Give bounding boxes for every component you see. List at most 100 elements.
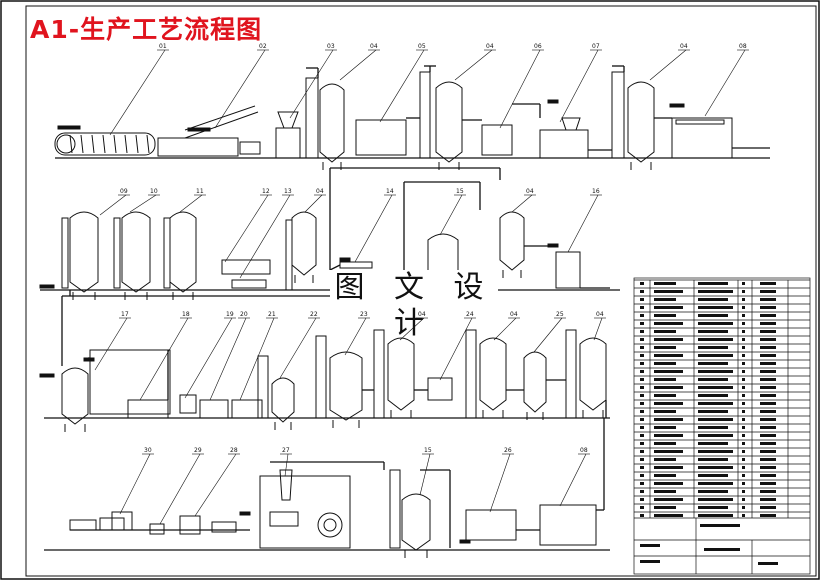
cell-mark (760, 458, 776, 461)
pump (239, 141, 261, 155)
cell-mark (760, 298, 776, 301)
column (257, 355, 269, 419)
cell-mark (640, 394, 644, 397)
cell-mark (742, 338, 745, 341)
cell-mark (698, 322, 733, 325)
cell-mark (760, 498, 776, 501)
tank-04 (499, 211, 525, 278)
column (113, 217, 121, 289)
cell-mark (654, 490, 676, 493)
tank-body (435, 81, 463, 163)
cell-mark (760, 370, 776, 373)
column (163, 217, 171, 289)
leader-line (499, 49, 541, 129)
cell-mark (654, 386, 683, 389)
cell-mark (654, 458, 676, 461)
machine-29 (149, 523, 165, 535)
item-number-15: 15 (456, 188, 464, 195)
tank-11 (169, 211, 197, 300)
cell-mark (640, 506, 644, 509)
cell-mark (640, 544, 660, 547)
column (389, 469, 401, 549)
cell-mark (760, 330, 776, 333)
leader-line (399, 317, 425, 341)
cell-mark (700, 524, 740, 527)
leader-line (119, 453, 151, 515)
cell-mark (640, 298, 644, 301)
cell-mark (654, 474, 676, 477)
tank-body (523, 351, 547, 413)
cell-mark (742, 282, 745, 285)
conveyor-rib (124, 134, 128, 154)
cell-mark (640, 314, 644, 317)
cell-mark (654, 426, 676, 429)
cell-mark (640, 338, 644, 341)
leader-line (559, 49, 599, 123)
tag-bar (39, 284, 55, 289)
station (211, 521, 237, 533)
cell-mark (742, 474, 745, 477)
item-number-23: 23 (360, 311, 368, 318)
cell-mark (654, 362, 676, 365)
column (285, 219, 293, 291)
tank-body (387, 337, 415, 411)
tank-body (121, 211, 151, 293)
leader-line (279, 317, 317, 379)
conveyor-rib (69, 134, 73, 154)
machine-18 (89, 349, 171, 415)
cell-mark (704, 548, 740, 551)
tank-22 (271, 377, 295, 430)
cell-mark (742, 482, 745, 485)
item-number-06: 06 (534, 43, 542, 50)
item-number-29: 29 (194, 447, 202, 454)
leader-line (533, 317, 563, 353)
item-number-28: 28 (230, 447, 238, 454)
cell-mark (640, 370, 644, 373)
cell-mark (742, 322, 745, 325)
machine (675, 119, 725, 125)
item-number-10: 10 (150, 188, 158, 195)
item-number-15: 15 (424, 447, 432, 454)
leader-line (559, 453, 587, 507)
watermark-text: 图 文 设 计 (330, 270, 498, 341)
cell-mark (640, 378, 644, 381)
leader-line (511, 194, 533, 213)
cell-mark (654, 442, 676, 445)
leader-line (179, 194, 203, 213)
item-number-19: 19 (226, 311, 234, 318)
cell-mark (640, 306, 644, 309)
cell-mark (742, 466, 745, 469)
item-number-04: 04 (526, 188, 534, 195)
cell-mark (640, 322, 644, 325)
cell-mark (698, 338, 733, 341)
cell-mark (760, 450, 776, 453)
cell-mark (640, 362, 644, 365)
press-05 (355, 119, 407, 156)
cell-mark (742, 386, 745, 389)
column (315, 335, 327, 419)
cell-mark (640, 498, 644, 501)
cell-mark (654, 322, 683, 325)
cell-mark (760, 434, 776, 437)
item-number-17: 17 (121, 311, 129, 318)
item-number-04: 04 (510, 311, 518, 318)
cell-mark (760, 362, 776, 365)
cell-mark (698, 442, 728, 445)
leader-line (454, 49, 493, 81)
tag-bar (547, 99, 559, 104)
cell-mark (654, 338, 683, 341)
column (373, 329, 385, 419)
cell-mark (698, 402, 733, 405)
tank-23 (329, 351, 363, 428)
item-number-08: 08 (739, 43, 747, 50)
cell-mark (760, 426, 776, 429)
washer (157, 137, 239, 157)
cell-mark (760, 338, 776, 341)
inclined-conveyor (184, 111, 259, 139)
tag-bar (239, 511, 251, 516)
cell-mark (760, 322, 776, 325)
item-number-01: 01 (159, 43, 167, 50)
cell-mark (654, 314, 676, 317)
cell-mark (654, 434, 683, 437)
cell-mark (640, 282, 644, 285)
